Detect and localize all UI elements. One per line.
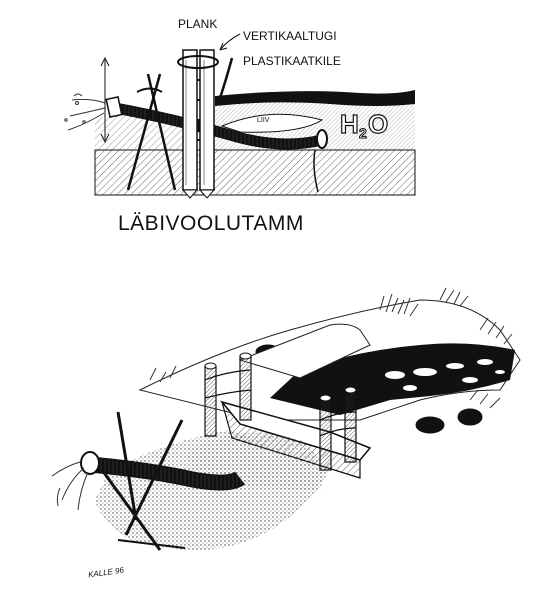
- sand-mound: [220, 113, 324, 133]
- water-reflections: [385, 359, 505, 391]
- plank-posts: [181, 49, 216, 199]
- diagram-title: LÄBIVOOLUTAMM: [118, 212, 304, 235]
- support-sticks-perspective: [100, 411, 184, 551]
- pipe-outlet-perspective: [80, 451, 100, 475]
- wire-tie: [177, 55, 219, 69]
- outflow-water: [51, 461, 89, 511]
- vertical-support-label: VERTIKAALTUGI: [243, 29, 337, 43]
- stake-wires: [204, 369, 357, 437]
- cross-section-diagram: [64, 33, 416, 199]
- h2o-label: H 2 O: [339, 108, 388, 140]
- sand-label: LIIV: [257, 117, 270, 124]
- h2o-subscript: 2: [359, 125, 367, 140]
- pipe-inlet: [316, 129, 328, 149]
- vertical-support-leader: [219, 33, 241, 51]
- h2o-o: O: [368, 109, 388, 139]
- water-band: [215, 90, 415, 106]
- outflow-splash: [64, 93, 106, 131]
- perspective-diagram: [51, 287, 521, 551]
- plank-label: PLANK: [178, 17, 218, 31]
- plastic-wedge-label: PLASTIKAATKILE: [243, 54, 341, 68]
- plastic-sheet: [238, 323, 371, 379]
- grass-tufts: [149, 287, 513, 409]
- pipe-outlet: [105, 96, 123, 118]
- soil-layer: [94, 149, 416, 196]
- height-arrow: [100, 56, 110, 144]
- h2o-text: H: [340, 109, 359, 139]
- plastic-wedge-line: [218, 57, 234, 99]
- support-sticks: [126, 73, 177, 191]
